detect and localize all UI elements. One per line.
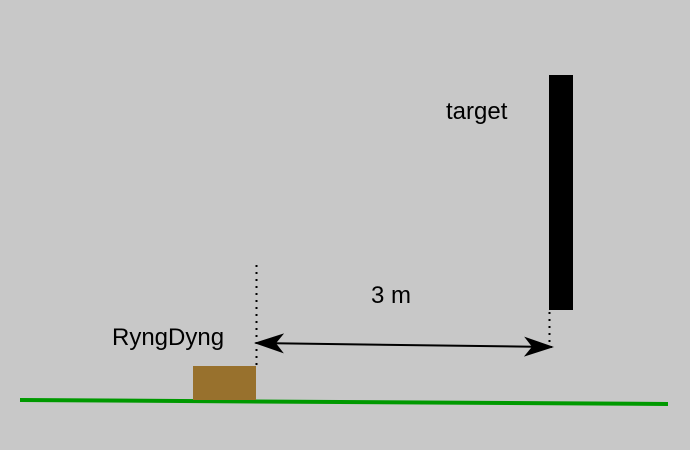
robot-box bbox=[193, 366, 256, 400]
distance-label: 3 m bbox=[371, 282, 411, 309]
target-bar bbox=[549, 75, 573, 310]
robot-label: RyngDyng bbox=[112, 324, 224, 351]
ground-line bbox=[19, 398, 669, 406]
target-label: target bbox=[446, 98, 508, 125]
distance-arrow bbox=[254, 333, 554, 357]
